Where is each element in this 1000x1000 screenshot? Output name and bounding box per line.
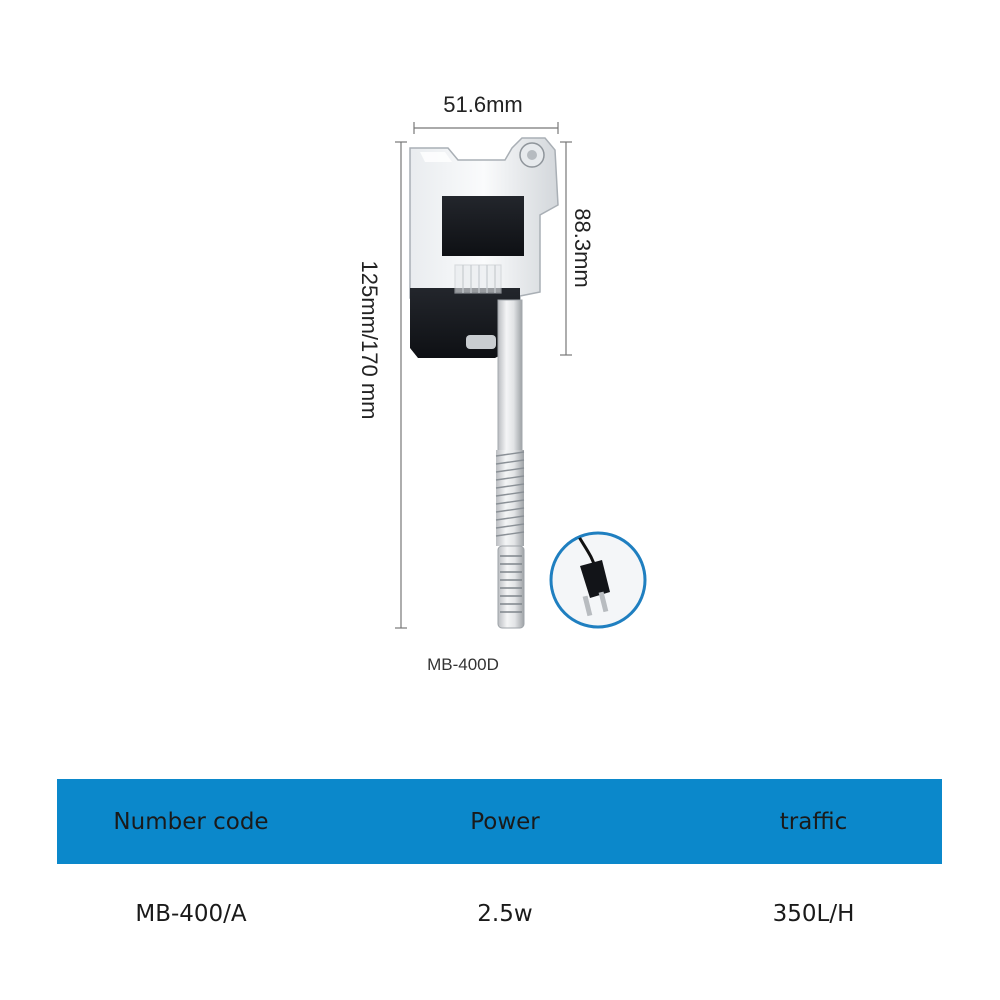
- corrugated-tube: [495, 450, 525, 546]
- box-height-dimension-line: [560, 141, 572, 356]
- power-plug-icon: [549, 531, 647, 629]
- cell-traffic: 350L/H: [772, 901, 855, 927]
- filter-product-image: [409, 137, 559, 629]
- intake-strainer: [497, 545, 525, 629]
- box-height-dimension-label: 88.3mm: [570, 208, 595, 287]
- table-row: MB-400/A 2.5w 350L/H: [57, 864, 942, 964]
- width-dimension-label: 51.6mm: [443, 92, 522, 117]
- header-power: Power: [470, 808, 540, 835]
- header-traffic: traffic: [779, 808, 848, 835]
- spec-table-header: Number code Power traffic: [57, 779, 942, 864]
- header-number-code: Number code: [113, 808, 269, 835]
- height-dimension-label: 125mm/170 mm: [357, 261, 382, 420]
- cell-power: 2.5w: [477, 901, 533, 927]
- spec-table: Number code Power traffic MB-400/A 2.5w …: [57, 779, 942, 964]
- product-diagram: 51.6mm 125mm/170 mm 88.3mm: [357, 92, 647, 674]
- model-label: MB-400D: [427, 655, 499, 674]
- cell-number-code: MB-400/A: [135, 901, 247, 927]
- width-dimension-line: [413, 122, 559, 134]
- height-dimension-line: [395, 141, 407, 629]
